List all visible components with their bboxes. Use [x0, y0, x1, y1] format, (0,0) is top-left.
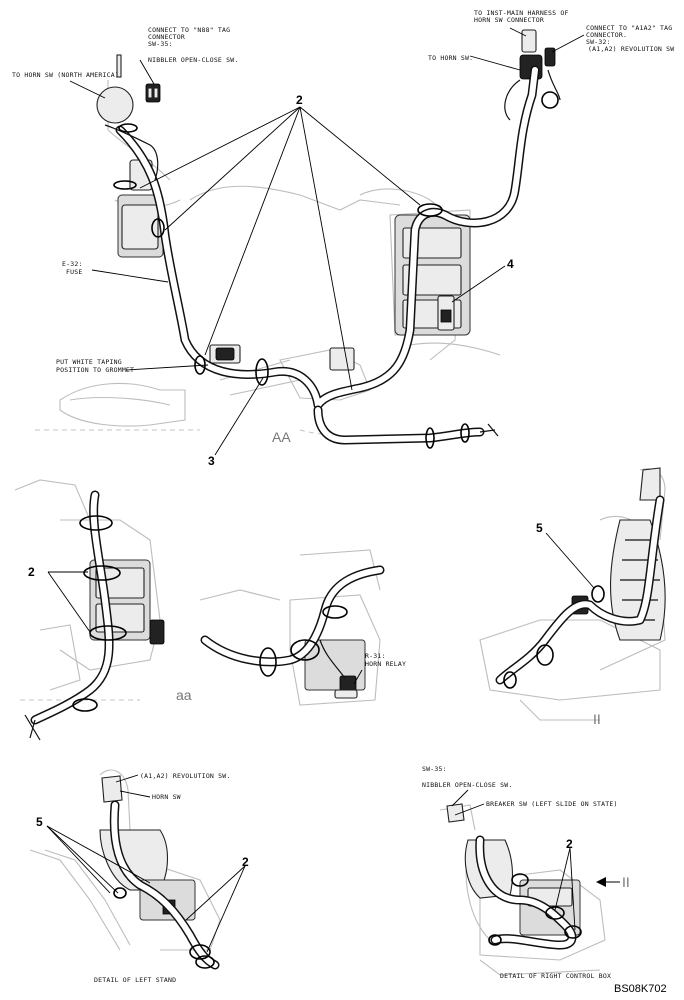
label-nibbler-bottom: NIBBLER OPEN-CLOSE SW.	[422, 781, 513, 789]
label-connect-a1a2-tag: CONNECT TO "A1A2" TAG	[586, 24, 672, 32]
view-label-AA: AA	[272, 429, 291, 445]
callout-2-top: 2	[296, 93, 303, 107]
label-connect-a1a2-connector: CONNECTOR.	[586, 31, 627, 39]
detail-left-stand	[29, 769, 246, 970]
callout-2-left: 2	[28, 565, 35, 579]
label-sw35-bottom: SW-35:	[422, 765, 447, 773]
label-position-to-grommet: POSITION TO GROMMET	[56, 366, 134, 374]
label-horn-sw-bottom: HORN SW	[152, 793, 181, 801]
view-label-II-right: II	[593, 711, 601, 727]
label-horn-sw-connector: HORN SW CONNECTOR	[474, 16, 544, 24]
view-label-aa: aa	[176, 687, 192, 703]
label-connect-n88-tag: CONNECT TO "N88" TAG	[148, 26, 230, 34]
label-to-horn-sw: TO HORN SW.	[428, 54, 473, 62]
label-inst-main-harness: TO INST-MAIN HARNESS OF	[474, 9, 569, 17]
callout-2-bottom-left: 2	[242, 855, 249, 869]
detail-right-control-box	[439, 789, 620, 976]
label-a1a2-revolution-bottom: (A1,A2) REVOLUTION SW.	[140, 772, 231, 780]
label-r31: R-31:	[365, 652, 386, 660]
label-detail-right-control-box: DETAIL OF RIGHT CONTROL BOX	[500, 972, 611, 980]
callout-3: 3	[208, 454, 215, 468]
callout-4: 4	[507, 257, 514, 271]
label-detail-left-stand: DETAIL OF LEFT STAND	[94, 976, 176, 984]
label-connect-n88-connector: CONNECTOR	[148, 33, 185, 41]
label-breaker-sw: BREAKER SW (LEFT SLIDE ON STATE)	[486, 800, 618, 808]
view-aa-upper	[35, 27, 585, 456]
label-e32: E-32:	[62, 260, 83, 268]
view-aa-lower	[14, 479, 385, 741]
view-ii-right	[479, 467, 666, 721]
label-fuse: FUSE	[66, 268, 82, 276]
callout-5-bottom: 5	[36, 815, 43, 829]
label-sw32: SW-32:	[586, 38, 611, 46]
callout-2-bottom-right: 2	[566, 837, 573, 851]
label-horn-sw-north-america: TO HORN SW (NORTH AMERICA)	[12, 71, 119, 79]
label-nibbler-top: NIBBLER OPEN-CLOSE SW.	[148, 56, 239, 64]
label-horn-relay: HORN RELAY	[365, 660, 406, 668]
label-white-taping: PUT WHITE TAPING	[56, 358, 122, 366]
callout-5-right: 5	[536, 521, 543, 535]
drawing-code: BS08K702	[614, 983, 667, 995]
view-arrow-II: II	[622, 874, 630, 890]
label-a1a2-revolution-top: (A1,A2) REVOLUTION SW	[588, 45, 674, 53]
label-sw35-top: SW-35:	[148, 40, 173, 48]
